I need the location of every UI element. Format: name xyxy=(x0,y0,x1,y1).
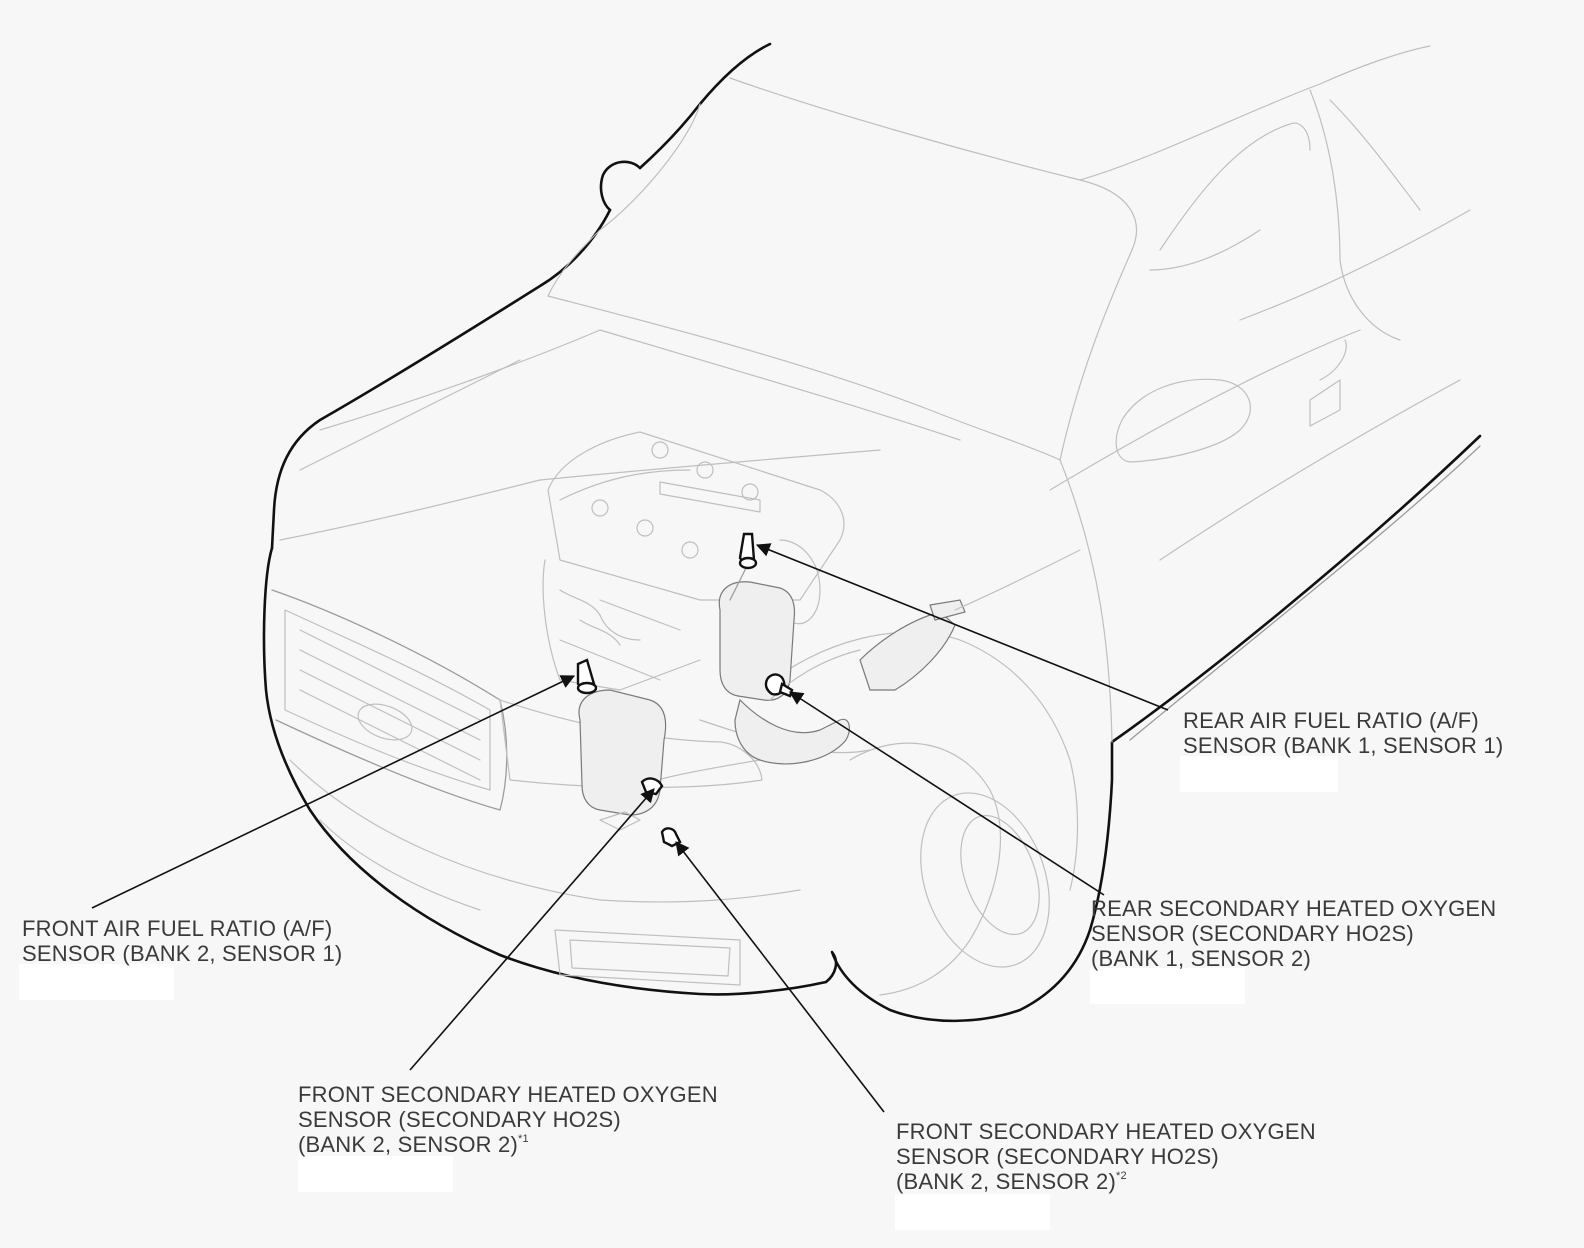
callout-line: SENSOR (SECONDARY HO2S) xyxy=(896,1144,1219,1169)
callout-line: SENSOR (SECONDARY HO2S) xyxy=(298,1107,621,1132)
label-pad xyxy=(1180,756,1338,792)
callout-rear-secondary-ho2s: REAR SECONDARY HEATED OXYGEN SENSOR (SEC… xyxy=(1091,896,1496,971)
callout-line: FRONT AIR FUEL RATIO (A/F) xyxy=(22,916,333,941)
callout-line: FRONT SECONDARY HEATED OXYGEN xyxy=(298,1082,718,1107)
vehicle-silhouette xyxy=(262,42,1482,1023)
leader-lines xyxy=(91,543,1169,1113)
callout-line: SENSOR (BANK 2, SENSOR 1) xyxy=(22,941,343,966)
callout-front-secondary-ho2s-2: FRONT SECONDARY HEATED OXYGEN SENSOR (SE… xyxy=(896,1119,1316,1194)
callout-front-af-sensor: FRONT AIR FUEL RATIO (A/F) SENSOR (BANK … xyxy=(22,916,342,966)
label-pad xyxy=(298,1156,453,1192)
callout-rear-af-sensor: REAR AIR FUEL RATIO (A/F) SENSOR (BANK 1… xyxy=(1183,708,1503,758)
callout-line: REAR SECONDARY HEATED OXYGEN xyxy=(1091,896,1497,921)
label-pad xyxy=(19,964,174,1000)
leader-front-af xyxy=(91,675,576,909)
callout-line: REAR AIR FUEL RATIO (A/F) xyxy=(1183,708,1479,733)
callout-line: FRONT SECONDARY HEATED OXYGEN xyxy=(896,1119,1316,1144)
label-pad xyxy=(1090,968,1245,1004)
leader-front-ho2s-2 xyxy=(675,841,885,1113)
label-pad xyxy=(895,1194,1050,1230)
callout-line: (BANK 2, SENSOR 2) xyxy=(298,1132,518,1157)
sensors xyxy=(576,532,794,848)
callout-line: (BANK 2, SENSOR 2) xyxy=(896,1169,1116,1194)
footnote-marker: *2 xyxy=(1116,1170,1127,1182)
callout-line: (BANK 1, SENSOR 2) xyxy=(1091,946,1311,971)
engine-assembly xyxy=(542,431,871,801)
leader-rear-ho2s xyxy=(789,691,1105,896)
callout-line-with-note: (BANK 2, SENSOR 2)*1 xyxy=(298,1132,718,1157)
vehicle-outline-detail xyxy=(271,45,1471,996)
callout-line: SENSOR (BANK 1, SENSOR 1) xyxy=(1183,733,1504,758)
leader-rear-af xyxy=(755,543,1169,711)
callout-line-with-note: (BANK 2, SENSOR 2)*2 xyxy=(896,1169,1316,1194)
footnote-marker: *1 xyxy=(518,1133,529,1145)
leader-front-ho2s-1 xyxy=(409,788,655,1071)
callout-line: SENSOR (SECONDARY HO2S) xyxy=(1091,921,1414,946)
callout-front-secondary-ho2s-1: FRONT SECONDARY HEATED OXYGEN SENSOR (SE… xyxy=(298,1082,718,1157)
